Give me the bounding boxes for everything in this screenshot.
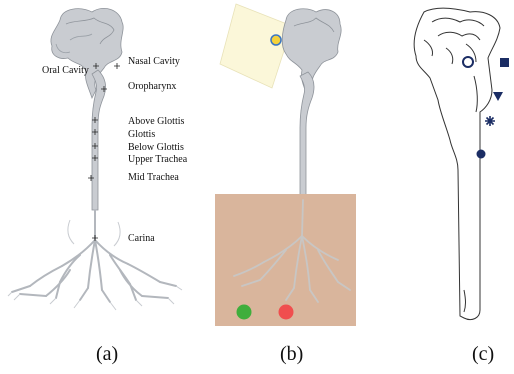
- airway-model-a: [0, 0, 190, 340]
- label-above-glottis: Above Glottis: [128, 117, 184, 127]
- label-nasal-cavity: Nasal Cavity: [128, 57, 180, 67]
- red-marker: [279, 305, 294, 320]
- filled-square-symbol: [500, 58, 509, 67]
- label-upper-trachea: Upper Trachea: [128, 155, 187, 165]
- panel-c: (c): [380, 0, 514, 374]
- note-panel: [220, 4, 292, 88]
- filled-circle-symbol: [477, 150, 486, 159]
- airway-model-b: [190, 0, 380, 340]
- label-below-glottis: Below Glottis: [128, 143, 184, 153]
- panel-b: (b): [190, 0, 380, 374]
- highlight-marker: [271, 35, 281, 45]
- nasal-structure-a: [51, 8, 123, 98]
- label-carina: Carina: [128, 234, 155, 244]
- open-circle-symbol: [463, 57, 473, 67]
- asterisk-symbol: [485, 116, 495, 126]
- caption-a: (a): [96, 344, 118, 364]
- label-glottis: Glottis: [128, 130, 155, 140]
- filled-triangle-symbol: [493, 92, 503, 101]
- trachea-b: [300, 72, 314, 200]
- caption-c: (c): [472, 344, 494, 364]
- panel-a: Oral Cavity Nasal Cavity Oropharynx Abov…: [0, 0, 190, 374]
- airway-outline: [414, 8, 500, 319]
- bronchial-tree-a: [12, 210, 176, 302]
- label-mid-trachea: Mid Trachea: [128, 173, 179, 183]
- airway-outline-c: [380, 0, 514, 340]
- caption-b: (b): [280, 344, 303, 364]
- label-oral-cavity: Oral Cavity: [42, 66, 89, 76]
- green-marker: [237, 305, 252, 320]
- label-oropharynx: Oropharynx: [128, 82, 176, 92]
